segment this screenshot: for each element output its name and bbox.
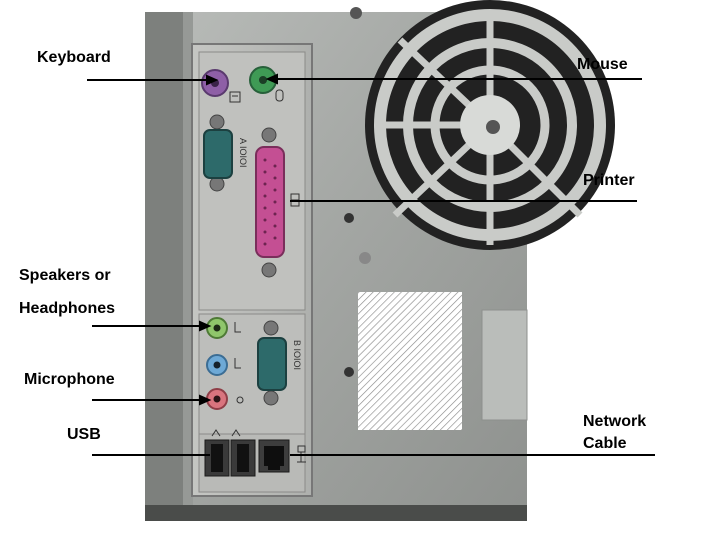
label-network-line1: Network <box>583 413 647 430</box>
label-mouse: Mouse <box>577 56 628 73</box>
fan-grill <box>350 0 615 250</box>
svg-text:A IOIOI: A IOIOI <box>238 138 248 168</box>
mouse-icon <box>275 89 284 102</box>
label-keyboard: Keyboard <box>37 49 111 66</box>
audio-line-in-jack <box>206 354 228 376</box>
blank-panel-area <box>358 292 462 430</box>
network-port <box>258 439 290 473</box>
keyboard-icon <box>229 91 241 103</box>
mic-jack <box>206 388 228 410</box>
label-printer: Printer <box>583 172 635 189</box>
parallel-port <box>255 127 285 278</box>
leader-lines <box>87 73 655 456</box>
case-screws <box>344 213 371 377</box>
usb-icon <box>211 429 241 437</box>
label-microphone: Microphone <box>24 371 115 388</box>
speaker-icon <box>234 322 241 369</box>
io-plate <box>191 43 313 497</box>
svg-text:B IOIOI: B IOIOI <box>292 340 302 370</box>
serial-port-b: B IOIOI <box>257 320 302 406</box>
label-usb: USB <box>67 426 101 443</box>
label-speakers-line2: Headphones <box>19 300 116 317</box>
serial-port-a: A IOIOI <box>203 114 248 192</box>
mic-icon <box>236 396 244 404</box>
label-speakers-line1: Speakers or <box>19 267 111 284</box>
audio-line-out-jack <box>206 317 228 339</box>
ps2-keyboard-port <box>201 69 229 97</box>
usb-ports <box>204 439 256 477</box>
network-icon <box>297 445 306 463</box>
label-network-line2: Cable <box>583 435 627 452</box>
